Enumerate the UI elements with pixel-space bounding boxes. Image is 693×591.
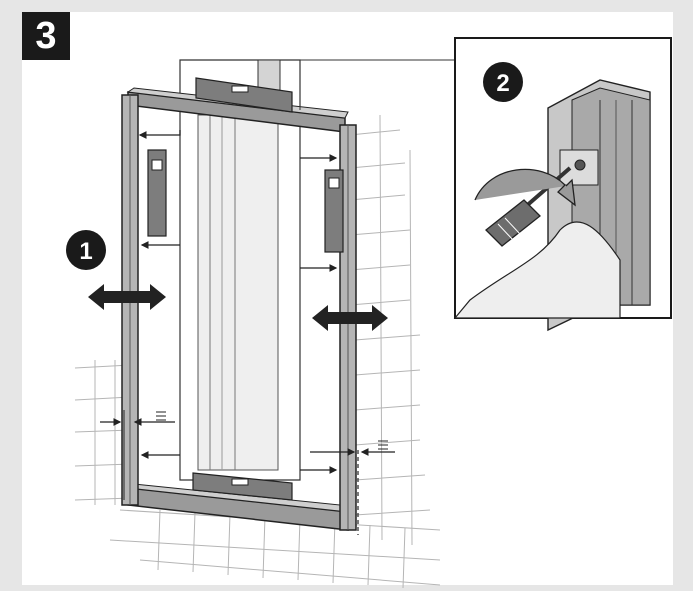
guide-arrows (100, 130, 395, 474)
rotation-arrow-icon (474, 168, 576, 207)
callout-1: 1 (66, 230, 106, 270)
callout-2: 2 (483, 62, 523, 102)
callout-1-label: 1 (79, 238, 92, 265)
detail-inset: 2 (299, 37, 672, 332)
adjust-arrow-right (312, 305, 388, 331)
spirit-level-left (147, 149, 167, 237)
glass-panel (179, 59, 301, 481)
equal-marks (156, 411, 388, 450)
step-number-badge: 3 (22, 12, 70, 60)
tile-wall (74, 114, 441, 589)
spirit-level-top (195, 77, 293, 113)
spirit-level-bottom (192, 472, 293, 501)
adjust-arrow-left (88, 284, 166, 310)
spirit-level-right (324, 169, 344, 253)
callout-2-label: 2 (496, 70, 509, 97)
